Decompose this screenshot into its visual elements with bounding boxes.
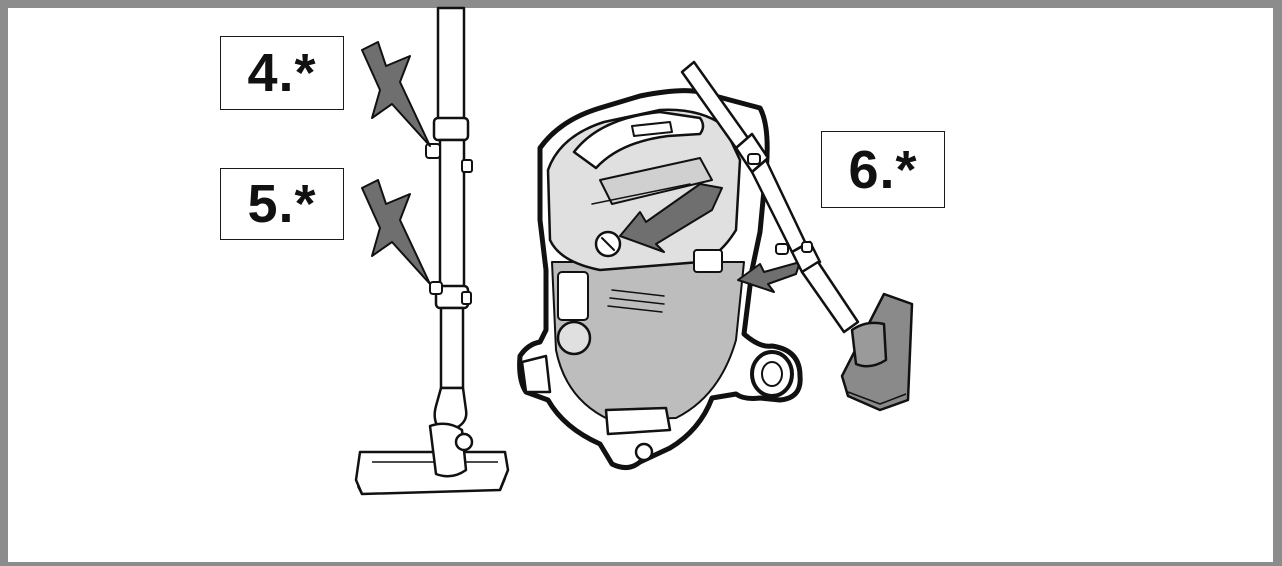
arrow-icon: [619, 183, 801, 293]
suction-tube-icon: [432, 6, 470, 432]
tube-clip-icon: [747, 153, 813, 255]
arrow-icon: [361, 41, 431, 285]
floor-nozzle-icon: [840, 292, 914, 412]
step-label-4: 4.*: [220, 36, 344, 110]
tube-clip-icon: [425, 143, 473, 305]
step-label-6: 6.*: [821, 131, 945, 208]
step-label-5: 5.*: [220, 168, 344, 240]
floor-nozzle-icon: [354, 422, 510, 496]
vacuum-cleaner-icon: [517, 88, 803, 470]
